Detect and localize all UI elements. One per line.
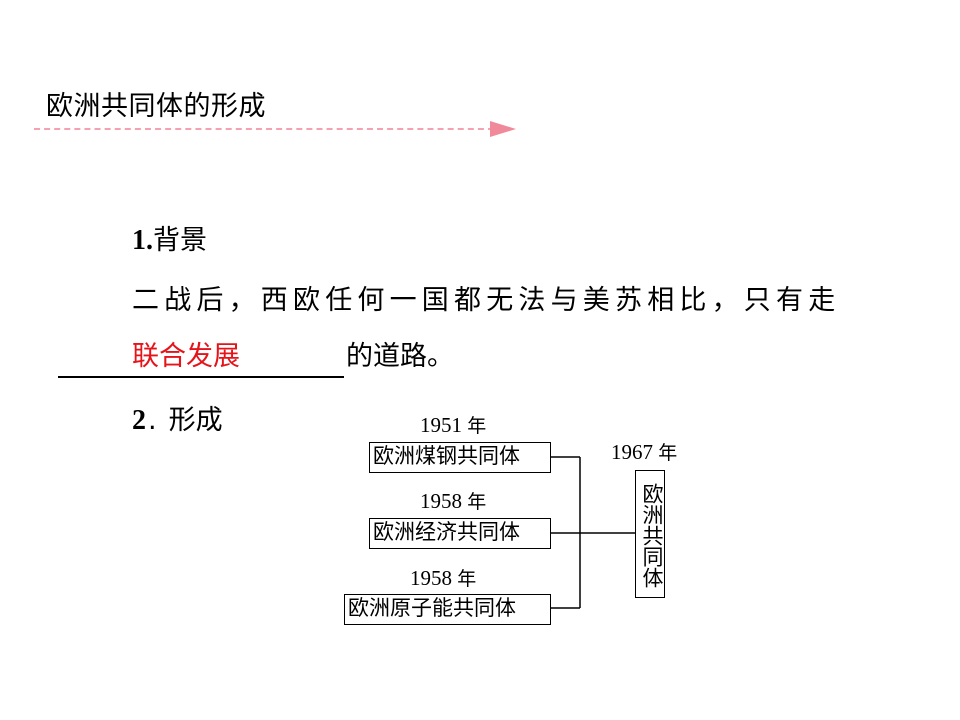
year-unit: 年 [467, 491, 487, 513]
section-number-separator: . [148, 405, 157, 436]
background-text-line1: 二战后，西欧任何一国都无法与美苏相比，只有走 [132, 285, 841, 316]
year-number: 1958 [420, 489, 462, 513]
result-box: 欧洲共同体 [635, 470, 665, 598]
section-heading-text: 形成 [168, 405, 223, 436]
community-box: 欧洲原子能共同体 [344, 594, 551, 625]
year-label: 1958 年 [410, 566, 476, 591]
section-number: 2 [132, 405, 146, 436]
fill-in-answer: 联合发展 [132, 341, 240, 372]
arrow-right-icon [490, 121, 516, 137]
year-unit: 年 [658, 442, 678, 464]
section-heading-formation: 2. 形成 [132, 404, 223, 438]
year-label: 1958 年 [420, 489, 486, 514]
year-unit: 年 [457, 568, 477, 590]
year-number: 1967 [611, 440, 653, 464]
year-unit: 年 [467, 415, 487, 437]
slide-title: 欧洲共同体的形成 [46, 91, 266, 122]
year-label: 1951 年 [420, 413, 486, 438]
section-number: 1. [132, 225, 153, 256]
year-number: 1958 [410, 566, 452, 590]
section-heading-background: 1.背景 [132, 224, 207, 258]
background-text-line2: 的道路。 [346, 341, 454, 372]
community-box: 欧洲经济共同体 [369, 518, 551, 549]
fill-in-blank-underline [58, 376, 344, 378]
year-number: 1951 [420, 413, 462, 437]
section-heading-text: 背景 [153, 225, 207, 256]
community-box: 欧洲煤钢共同体 [369, 442, 551, 473]
result-year-label: 1967 年 [611, 440, 677, 465]
title-dashed-underline [34, 128, 494, 130]
